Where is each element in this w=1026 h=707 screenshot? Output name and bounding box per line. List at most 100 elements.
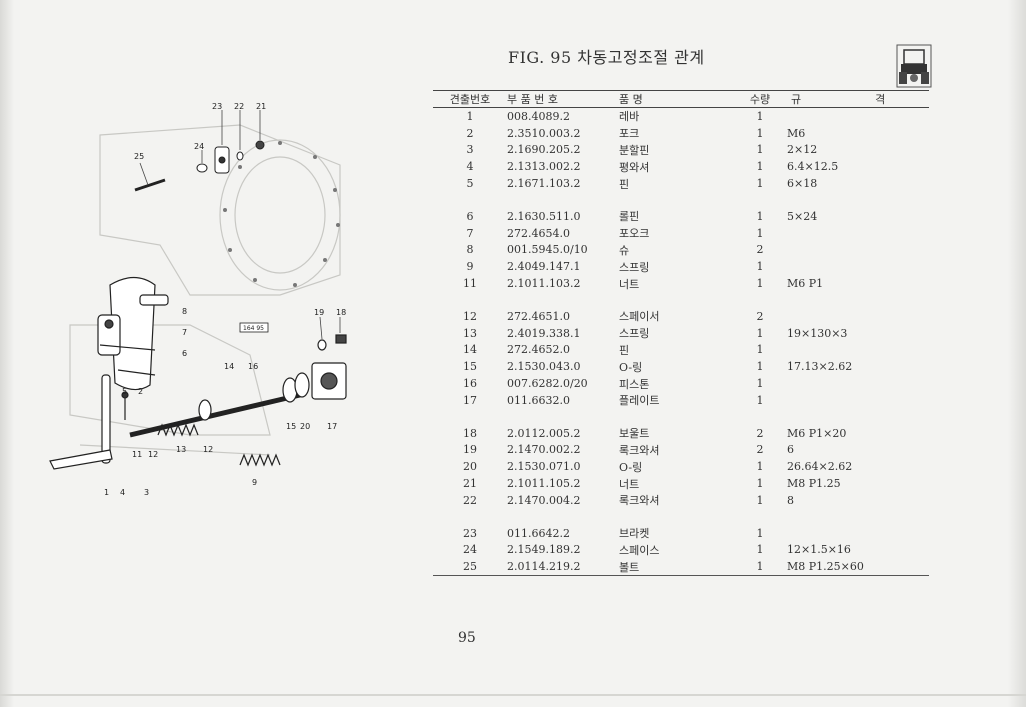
cell-no: 22 [463,493,477,507]
cell-part-no: 001.5945.0/10 [507,243,588,257]
cell-spec [787,308,929,325]
cell-name: 평와셔 [619,160,650,174]
callout-label: 8 [182,307,187,316]
cell-no: 23 [463,526,477,540]
callout-label: 12 [203,445,213,454]
cell-qty: 1 [756,260,764,274]
cell-spec: 2×12 [787,143,818,157]
cell-no: 16 [463,377,477,391]
cell-name: 스프링 [619,327,650,341]
cell-spec: 12×1.5×16 [787,543,851,557]
bracket-parts [134,140,265,192]
cell-name: 슈 [619,243,630,257]
cell-no: 7 [466,226,474,240]
cell-part-no: 2.4049.147.1 [507,260,581,274]
cell-qty: 1 [756,226,764,240]
cell-part-no: 272.4654.0 [507,226,570,240]
cell-no: 14 [463,343,477,357]
cell-name: 보울트 [619,427,650,441]
leader-lines [139,110,341,340]
cell-no: 2 [466,126,474,140]
cell-name: O-링 [619,360,643,374]
cell-qty: 1 [756,277,764,291]
cell-part-no: 2.1011.103.2 [507,277,581,291]
callout-label: 7 [182,328,187,337]
cell-qty: 1 [756,543,764,557]
cell-qty: 2 [756,309,764,323]
cell-spec: 17.13×2.62 [787,360,853,374]
cell-name: 브라켓 [619,527,650,541]
cell-part-no: 2.4019.338.1 [507,326,581,340]
callout-label: 21 [256,102,266,111]
cell-name: 록크와셔 [619,443,660,457]
cell-name: O-링 [619,460,643,474]
callout-label: 4 [120,488,125,497]
cell-part-no: 2.1630.511.0 [507,209,581,223]
cell-qty: 1 [756,526,764,540]
callout-label: 14 [224,362,234,371]
header-part-no: 부 품 번 호 [507,90,619,108]
cell-part-no: 2.1671.103.2 [507,177,581,191]
cell-no: 24 [463,543,477,557]
table-row: 24 2.1549.189.2 스페이스 1 12×1.5×16 [433,542,929,559]
cell-qty: 1 [733,558,787,577]
cell-spec [787,225,929,242]
cell-spec [787,342,929,359]
cell-spec: M8 P1.25×60 [787,558,929,577]
cell-part-no: 2.1549.189.2 [507,543,581,557]
cell-part-no: 2.1690.205.2 [507,143,581,157]
cell-name: 스페이스 [619,543,660,557]
cell-name: 포오크 [619,227,650,241]
cell-no: 18 [463,426,477,440]
cell-qty: 1 [756,393,764,407]
callout-label: 3 [144,488,149,497]
cell-spec [787,258,929,275]
lever [49,374,129,470]
cell-no: 25 [433,558,507,577]
cell-qty: 1 [756,126,764,140]
cell-no: 11 [463,277,477,291]
exploded-parts-diagram: 164 95 23 22 21 24 25 19 18 8 7 6 14 16 … [49,102,347,497]
cell-spec: 6×18 [787,177,818,191]
cell-name: 롤핀 [619,210,640,224]
callout-label: 24 [194,142,204,151]
cell-spec: M6 P1 [787,277,824,291]
reference-box: 164 95 [239,322,269,333]
cell-part-no: 011.6632.0 [507,393,570,407]
cell-no: 17 [463,393,477,407]
cell-name: 핀 [619,343,630,357]
cell-part-no: 011.6642.2 [507,526,570,540]
cell-qty: 1 [756,460,764,474]
cell-no: 1 [466,109,474,123]
cell-no: 9 [466,260,474,274]
cell-name: 볼트 [619,558,733,577]
cell-no: 15 [463,360,477,374]
page-number: 95 [458,630,476,646]
cell-spec: M6 P1×20 [787,426,847,440]
cell-part-no: 272.4652.0 [507,343,570,357]
cell-no: 19 [463,443,477,457]
callout-labels: 23 22 21 24 25 19 18 8 7 6 14 16 5 2 11 … [104,102,346,497]
callout-label: 6 [182,349,187,358]
piston-rod-assembly [129,334,347,467]
header-name: 품 명 [619,90,733,108]
callout-label: 11 [132,450,142,459]
cell-spec: 6.4×12.5 [787,160,839,174]
group-spacer [433,292,929,308]
cell-no: 3 [466,143,474,157]
